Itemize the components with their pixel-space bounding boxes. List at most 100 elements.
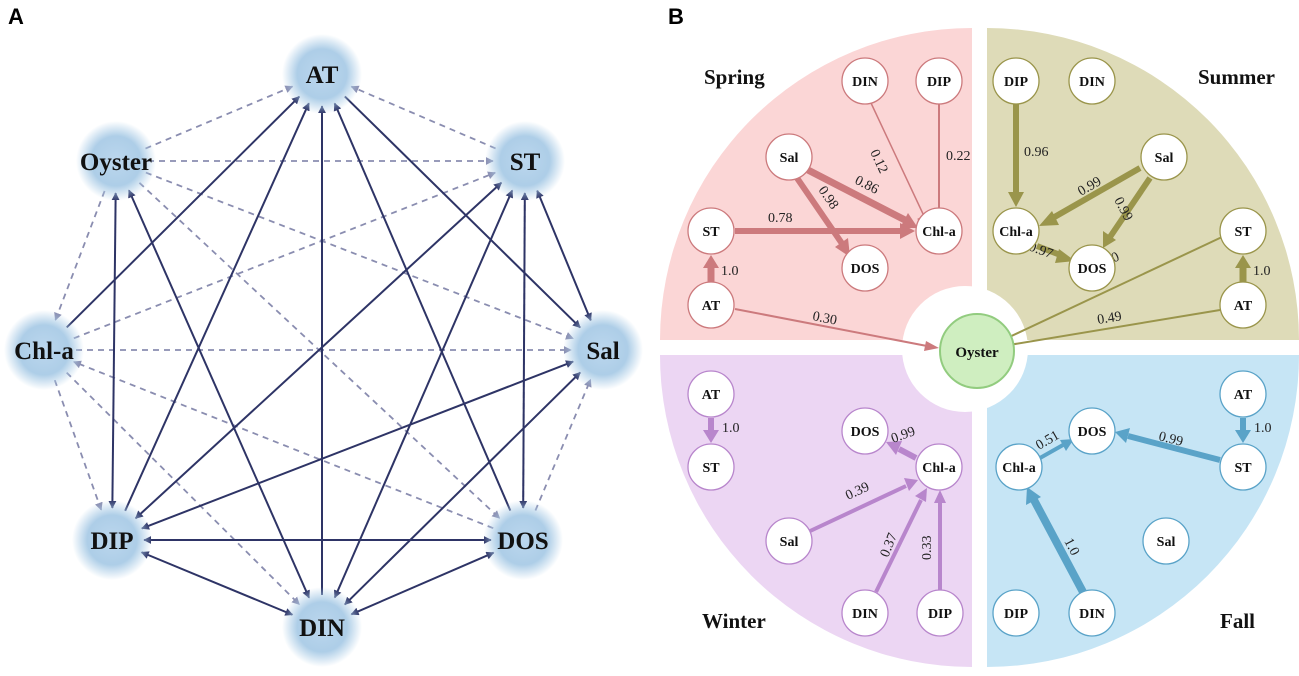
dashed-edge-chla-dip xyxy=(53,379,103,511)
edge-spring-sal-chla: 0.86 xyxy=(806,166,918,228)
node-label: Sal xyxy=(1155,151,1174,166)
panel-a-letter: A xyxy=(8,4,24,29)
winter-node-dip: DIP xyxy=(916,589,964,637)
winter-node-st: ST xyxy=(687,443,735,491)
node-label: ST xyxy=(702,461,720,476)
winter-title: Winter xyxy=(702,609,766,633)
panel-b-seasonal-networks: Spring Summer Winter Fall 0.12 0.22 xyxy=(660,28,1299,667)
solid-edge-dos-at xyxy=(333,102,512,512)
fall-node-st: ST xyxy=(1219,443,1267,491)
center-node-oyster: Oyster xyxy=(939,313,1015,389)
panel-a-node-label: DIN xyxy=(299,615,345,642)
node-label: DIN xyxy=(1079,75,1105,90)
summer-node-chla: Chl-a xyxy=(992,207,1040,255)
panel-a-node-oyster: Oyster xyxy=(76,121,156,201)
edge-weight-label: 1.0 xyxy=(1060,536,1081,558)
edge-summer-dip-chla: 0.96 xyxy=(1008,103,1049,207)
edge-weight-label: 0.33 xyxy=(920,536,935,561)
edge-weight-label: 0.30 xyxy=(811,309,838,328)
edge-weight-label: 0.96 xyxy=(1024,145,1049,160)
edge-weight-label: 0.99 xyxy=(1157,429,1184,449)
panel-a-node-label: Chl-a xyxy=(14,338,74,365)
solid-edge-din-dos xyxy=(350,551,495,616)
node-label: DOS xyxy=(1078,262,1107,277)
dashed-edge-dos-chla xyxy=(73,360,494,530)
node-label: Chl-a xyxy=(922,461,955,476)
node-label: Chl-a xyxy=(1002,461,1035,476)
winter-quadrant xyxy=(660,355,972,667)
spring-node-dip: DIP xyxy=(915,57,963,105)
summer-node-at: AT xyxy=(1219,281,1267,329)
node-label: DIN xyxy=(852,75,878,90)
edge-fall-chla-dos: 0.51 xyxy=(1034,428,1074,460)
edge-weight-label: 0.78 xyxy=(768,211,793,226)
solid-edge-sal-dip xyxy=(141,360,574,530)
summer-node-st: ST xyxy=(1219,207,1267,255)
edge-spring-at-st: 1.0 xyxy=(703,255,739,282)
node-label: AT xyxy=(702,388,721,403)
edge-weight-label: 1.0 xyxy=(1253,264,1271,279)
fall-node-dos: DOS xyxy=(1068,407,1116,455)
winter-node-at: AT xyxy=(687,370,735,418)
node-label: DOS xyxy=(851,425,880,440)
node-label: Chl-a xyxy=(999,225,1032,240)
summer-node-sal: Sal xyxy=(1140,133,1188,181)
fall-title: Fall xyxy=(1220,609,1255,633)
panel-a-node-label: AT xyxy=(306,62,339,89)
panel-a-node-label: Sal xyxy=(586,338,619,365)
edge-fall-din-chla: 1.0 xyxy=(1026,487,1087,594)
node-label: AT xyxy=(702,299,721,314)
fall-node-at: AT xyxy=(1219,370,1267,418)
fall-node-sal: Sal xyxy=(1142,517,1190,565)
dashed-edge-oyster-at xyxy=(145,85,294,150)
node-label: ST xyxy=(1234,225,1252,240)
solid-edge-oyster-dip xyxy=(108,192,120,509)
panel-b-nodes: DIN DIP Sal ST Chl-a DOS AT DIP DIN Sal … xyxy=(687,57,1267,637)
edge-spring-st-chla: 0.78 xyxy=(735,211,915,239)
edge-winter-din-chla: 0.37 xyxy=(874,488,927,593)
panel-a-node-label: DOS xyxy=(497,528,548,555)
edge-weight-label: 1.0 xyxy=(722,421,740,436)
node-label: DIP xyxy=(928,607,953,622)
panel-a-solid-edges xyxy=(66,95,592,616)
edge-weight-label: 0.49 xyxy=(1096,309,1123,328)
node-label: DIP xyxy=(1004,75,1029,90)
spring-node-st: ST xyxy=(687,207,735,255)
winter-node-chla: Chl-a xyxy=(915,443,963,491)
panel-a-node-label: Oyster xyxy=(80,149,152,176)
panel-a-node-st: ST xyxy=(485,121,565,201)
edge-weight-label: 1.0 xyxy=(721,264,739,279)
node-label: Chl-a xyxy=(922,225,955,240)
center-node-label: Oyster xyxy=(955,345,999,361)
panel-a-node-sal: Sal xyxy=(563,310,643,390)
fall-node-dip: DIP xyxy=(992,589,1040,637)
node-label: Sal xyxy=(780,535,799,550)
edge-weight-label: 1.0 xyxy=(1254,421,1272,436)
spring-node-at: AT xyxy=(687,281,735,329)
edge-summer-at-st: 1.0 xyxy=(1235,255,1271,282)
solid-edge-dos-st xyxy=(519,192,529,509)
edge-weight-label: 0.22 xyxy=(946,149,971,164)
winter-node-sal: Sal xyxy=(765,517,813,565)
panel-a-node-label: DIP xyxy=(90,528,133,555)
panel-b-letter: B xyxy=(668,4,684,29)
node-label: ST xyxy=(1234,461,1252,476)
summer-node-dip: DIP xyxy=(992,57,1040,105)
panel-a-node-label: ST xyxy=(510,149,541,176)
fall-edges: 1.0 0.99 0.51 1.0 xyxy=(1026,418,1272,594)
node-label: DIP xyxy=(927,75,952,90)
spring-quadrant xyxy=(660,28,972,340)
node-label: DOS xyxy=(851,262,880,277)
summer-title: Summer xyxy=(1198,65,1275,89)
spring-title: Spring xyxy=(704,65,765,89)
spring-node-din: DIN xyxy=(841,57,889,105)
winter-node-din: DIN xyxy=(841,589,889,637)
edge-winter-dip-chla: 0.33 xyxy=(920,490,946,590)
panel-a-network: AT ST Sal DOS DIN DIP xyxy=(4,34,643,667)
dashed-edge-oyster-chla xyxy=(54,190,106,321)
node-label: DOS xyxy=(1078,425,1107,440)
spring-node-sal: Sal xyxy=(765,133,813,181)
dashed-edge-chla-st xyxy=(73,171,496,340)
solid-edge-st-sal xyxy=(536,189,592,322)
dashed-edge-dos-sal xyxy=(534,378,592,511)
